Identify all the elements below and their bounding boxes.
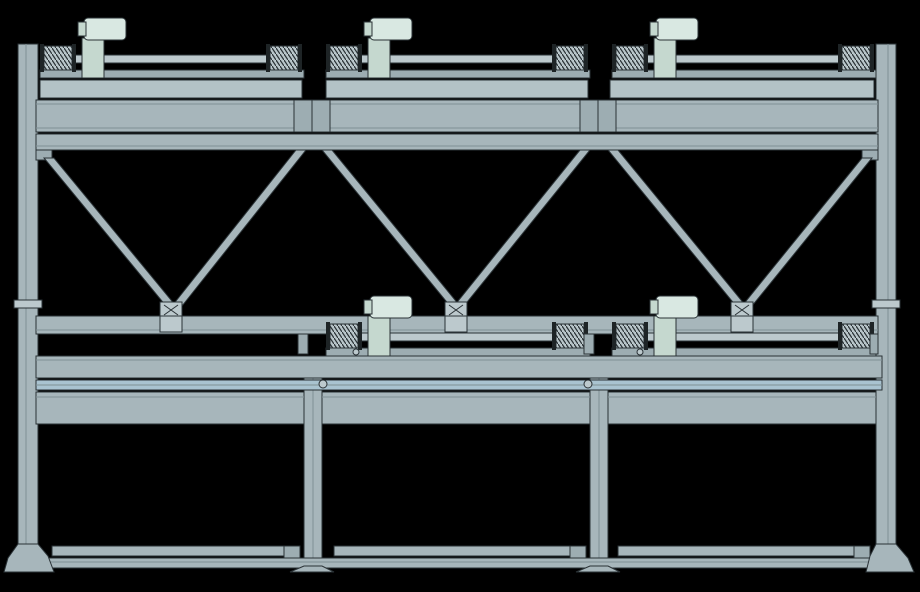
cable-drum-left xyxy=(40,44,76,72)
lower-hoist-supports xyxy=(297,333,879,356)
truss-node-plates xyxy=(159,301,754,319)
left-outer-column xyxy=(13,43,43,549)
top-beam xyxy=(35,99,879,133)
lower-platform-beam xyxy=(35,355,883,379)
truss-diagonals xyxy=(42,149,874,307)
lower-guide-rail xyxy=(35,379,883,391)
truss-bottom-chord xyxy=(35,315,879,335)
drive-motor xyxy=(77,17,127,41)
ground-pallets xyxy=(51,545,871,561)
hoist-unit-upper-1 xyxy=(39,17,305,79)
top-pallet-plates xyxy=(39,79,875,99)
lower-pallet-beams xyxy=(35,391,877,425)
hoist-base-frame xyxy=(39,69,305,79)
cable-drum-right xyxy=(266,44,302,72)
base-feet xyxy=(3,543,915,573)
truss-top-chord xyxy=(35,133,879,161)
hoist-unit-upper-3 xyxy=(611,17,877,79)
base-rail xyxy=(39,557,883,569)
hoist-unit-upper-2 xyxy=(325,17,591,79)
inner-column-right xyxy=(589,377,609,571)
inner-column-left xyxy=(303,377,323,571)
gearbox xyxy=(81,37,105,79)
